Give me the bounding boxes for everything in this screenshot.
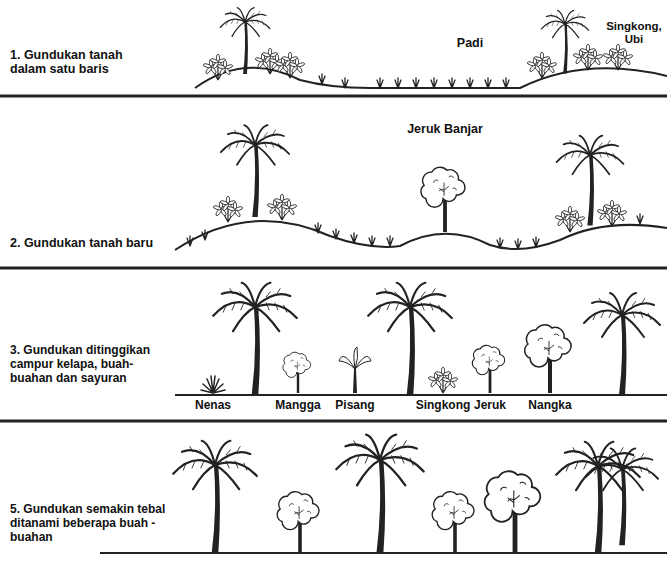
plant-label: Singkong, Ubi	[605, 20, 663, 46]
banana-plant	[339, 347, 371, 393]
plant-label: Nangka	[528, 399, 571, 413]
rice-field	[319, 74, 509, 88]
plant-label: Padi	[457, 36, 483, 50]
fruit-tree	[432, 492, 474, 553]
jackfruit-tree	[485, 471, 541, 553]
jackfruit-tree	[525, 325, 571, 393]
plant-label: 3. Gundukan ditinggikan campur kelapa, b…	[10, 344, 170, 385]
cassava-shrub	[203, 54, 233, 80]
plant-label: Mangga	[275, 399, 320, 413]
row-separator	[0, 96, 667, 421]
orange-tree	[472, 345, 504, 393]
cassava-shrub	[597, 200, 627, 226]
cassava-shrub	[555, 206, 585, 232]
cassava-shrub	[573, 44, 603, 70]
cassava-shrub	[428, 367, 458, 393]
plant-label: 2. Gundukan tanah baru	[10, 236, 153, 250]
plant-label: Jeruk Banjar	[407, 122, 483, 136]
plant-label: Jeruk	[474, 399, 506, 413]
orange-tree	[421, 167, 465, 232]
pineapple-plant	[201, 376, 225, 393]
palm-tree	[556, 442, 640, 554]
plant-label: 5. Gundukan semakin tebal ditanami beber…	[10, 503, 175, 544]
cassava-shrub	[275, 52, 305, 78]
fruit-tree	[277, 492, 319, 553]
cassava-shrub	[527, 52, 557, 78]
plant-label: Nenas	[195, 399, 231, 413]
cassava-shrub	[213, 196, 243, 222]
plant-label: 1. Gundukan tanah dalam satu baris	[10, 48, 145, 77]
palm-tree	[173, 441, 257, 553]
plant-label: Pisang	[335, 399, 374, 413]
palm-tree	[336, 435, 423, 552]
palm-tree	[584, 293, 660, 395]
palm-tree	[213, 283, 297, 395]
ground-line	[100, 552, 667, 554]
palm-tree	[586, 448, 658, 545]
plant-label: Singkong	[416, 399, 471, 413]
rice-field	[187, 214, 643, 249]
ground-line	[175, 394, 667, 396]
cassava-shrub	[603, 44, 633, 70]
cassava-shrub	[267, 194, 297, 220]
ground-mound	[195, 68, 667, 88]
mango-tree	[283, 352, 311, 393]
ground-mound	[175, 221, 667, 250]
